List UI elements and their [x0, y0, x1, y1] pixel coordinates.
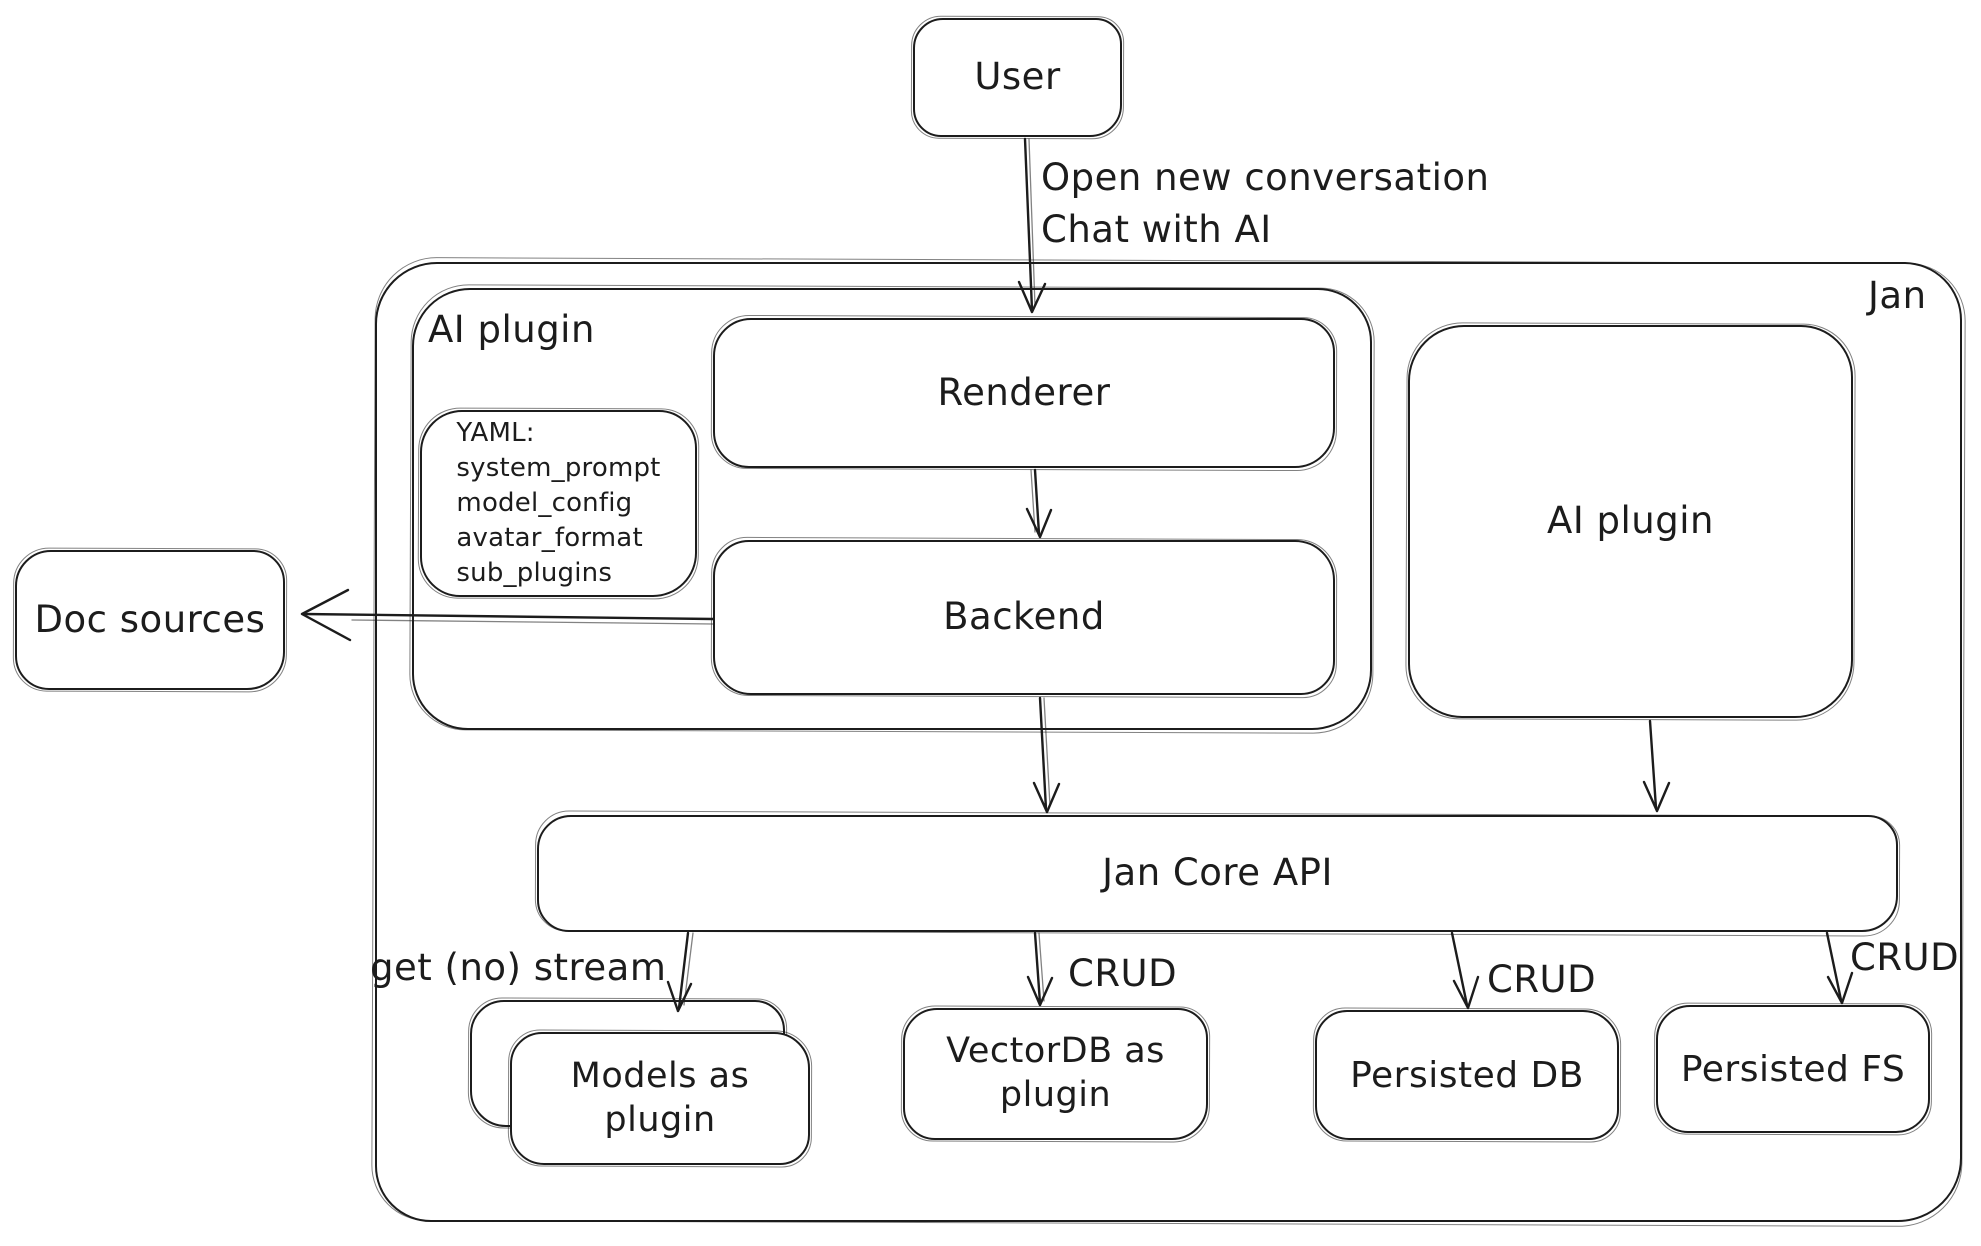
yaml-line: model_config [456, 488, 633, 518]
ai-plugin-right-label: AI plugin [1547, 499, 1714, 543]
node-backend: Backend [713, 540, 1335, 695]
edge-label-crud-vectordb: CRUD [1068, 952, 1178, 995]
edge-label-get-no-stream: get (no) stream [370, 946, 667, 989]
renderer-label: Renderer [937, 370, 1111, 414]
node-jan-core-api: Jan Core API [537, 815, 1898, 932]
node-persisted-db: Persisted DB [1315, 1010, 1619, 1140]
ai-plugin-container-label: AI plugin [428, 308, 595, 351]
edge-label-chat-with-ai: Chat with AI [1041, 208, 1272, 251]
persisted-db-label: Persisted DB [1350, 1054, 1584, 1096]
models-plugin-label: Models as plugin [570, 1055, 750, 1140]
jan-core-api-label: Jan Core API [1102, 851, 1333, 895]
node-doc-sources: Doc sources [15, 550, 285, 690]
node-vectordb: VectorDB as plugin [903, 1008, 1208, 1140]
edge-label-open-new-conversation: Open new conversation [1041, 156, 1490, 199]
node-user: User [913, 18, 1122, 137]
node-models-front: Models as plugin [510, 1032, 810, 1165]
edge-label-crud-persisted-db: CRUD [1487, 958, 1597, 1001]
yaml-line: YAML: [456, 418, 535, 448]
vectordb-plugin-label: VectorDB as plugin [946, 1031, 1165, 1115]
yaml-note-text: YAML: system_prompt model_config avatar_… [456, 416, 660, 591]
yaml-line: avatar_format [456, 523, 643, 553]
node-yaml-note: YAML: system_prompt model_config avatar_… [420, 410, 697, 597]
node-ai-plugin-right: AI plugin [1408, 325, 1853, 718]
yaml-line: sub_plugins [456, 558, 613, 588]
node-persisted-fs: Persisted FS [1656, 1005, 1930, 1133]
node-renderer: Renderer [713, 318, 1335, 468]
yaml-line: system_prompt [456, 453, 661, 483]
doc-sources-label: Doc sources [34, 597, 266, 641]
user-label: User [974, 55, 1061, 99]
jan-label: Jan [1868, 274, 1927, 317]
edge-label-crud-persisted-fs: CRUD [1850, 936, 1960, 979]
persisted-fs-label: Persisted FS [1680, 1048, 1906, 1090]
backend-label: Backend [943, 595, 1105, 639]
